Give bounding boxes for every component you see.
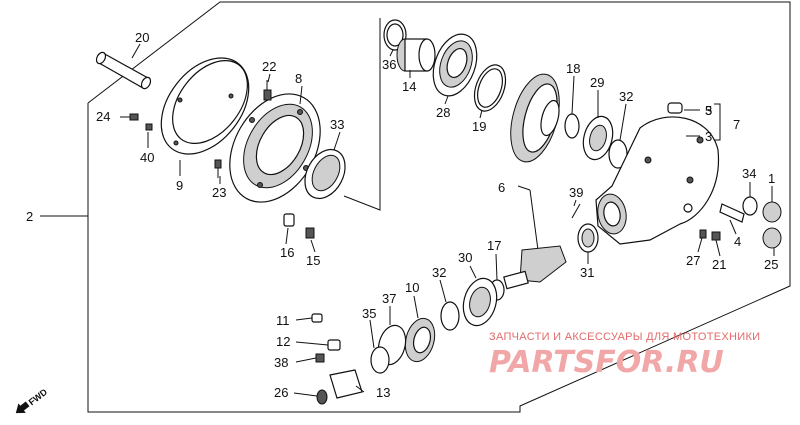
label-3b: 3 [705, 129, 712, 144]
watermark-logo: PARTSFOR.RU [489, 345, 724, 380]
assembly-frame [40, 1, 791, 413]
leader-lines [122, 43, 775, 397]
label-21: 21 [712, 257, 726, 272]
label-12: 12 [276, 334, 290, 349]
label-18: 18 [566, 61, 580, 76]
label-23: 23 [212, 185, 226, 200]
label-34: 34 [742, 166, 756, 181]
label-19: 19 [472, 119, 486, 134]
part-final-drive-case [595, 116, 720, 245]
label-31: 31 [580, 265, 594, 280]
label-13: 13 [376, 385, 390, 400]
label-4: 4 [734, 234, 741, 249]
part-bolts-small [120, 80, 272, 178]
label-7: 7 [733, 117, 740, 132]
label-6: 6 [498, 180, 505, 195]
part-clip-16-bolt-15 [283, 213, 315, 239]
label-32a: 32 [619, 89, 633, 104]
label-10: 10 [405, 280, 419, 295]
label-11: 11 [276, 313, 290, 328]
fwd-direction-marker: FWD [15, 387, 50, 414]
part-pin-20 [95, 51, 152, 90]
label-17: 17 [487, 238, 501, 253]
part-lower-shaft-group [311, 277, 505, 405]
label-5: 5 [705, 103, 712, 118]
label-28: 28 [436, 105, 450, 120]
part-lever-4-caps [699, 196, 782, 249]
part-sleeve-14 [396, 38, 436, 72]
label-38: 38 [274, 355, 288, 370]
label-37: 37 [382, 291, 396, 306]
label-35: 35 [362, 306, 376, 321]
fwd-label: FWD [27, 387, 50, 408]
label-20: 20 [135, 30, 149, 45]
watermark-caption: ЗАПЧАСТИ И АКСЕССУАРЫ ДЛЯ МОТОТЕХНИКИ [489, 331, 760, 343]
label-9: 9 [176, 178, 183, 193]
label-2: 2 [26, 209, 33, 224]
part-ring-gear-6 [503, 73, 567, 290]
part-pin-39-bearing-31 [571, 203, 599, 253]
label-22: 22 [262, 59, 276, 74]
part-number-labels: 1 2 3 3 4 5 6 7 8 9 10 11 12 13 14 15 16… [26, 30, 778, 400]
part-oil-seal-33 [304, 148, 346, 200]
watermark: ЗАПЧАСТИ И АКСЕССУАРЫ ДЛЯ МОТОТЕХНИКИ PA… [489, 331, 760, 380]
part-holder-plate-8 [229, 93, 321, 203]
label-29: 29 [590, 75, 604, 90]
label-26: 26 [274, 385, 288, 400]
part-ring-19 [473, 64, 507, 112]
label-25: 25 [764, 257, 778, 272]
label-3a: 3 [705, 103, 712, 118]
label-33: 33 [330, 117, 344, 132]
label-1: 1 [768, 171, 775, 186]
label-8: 8 [295, 71, 302, 86]
label-30: 30 [458, 250, 472, 265]
label-39: 39 [569, 185, 583, 200]
label-16: 16 [280, 245, 294, 260]
part-ring-cover-9 [160, 57, 250, 155]
part-circlip-36 [383, 19, 407, 51]
part-bearing-stack-18-29-32 [564, 113, 628, 169]
label-40: 40 [140, 150, 154, 165]
label-14: 14 [402, 79, 416, 94]
label-36: 36 [382, 57, 396, 72]
part-bearing-28 [432, 33, 478, 97]
label-15: 15 [306, 253, 320, 268]
label-32b: 32 [432, 265, 446, 280]
label-24: 24 [96, 109, 110, 124]
label-27: 27 [686, 253, 700, 268]
